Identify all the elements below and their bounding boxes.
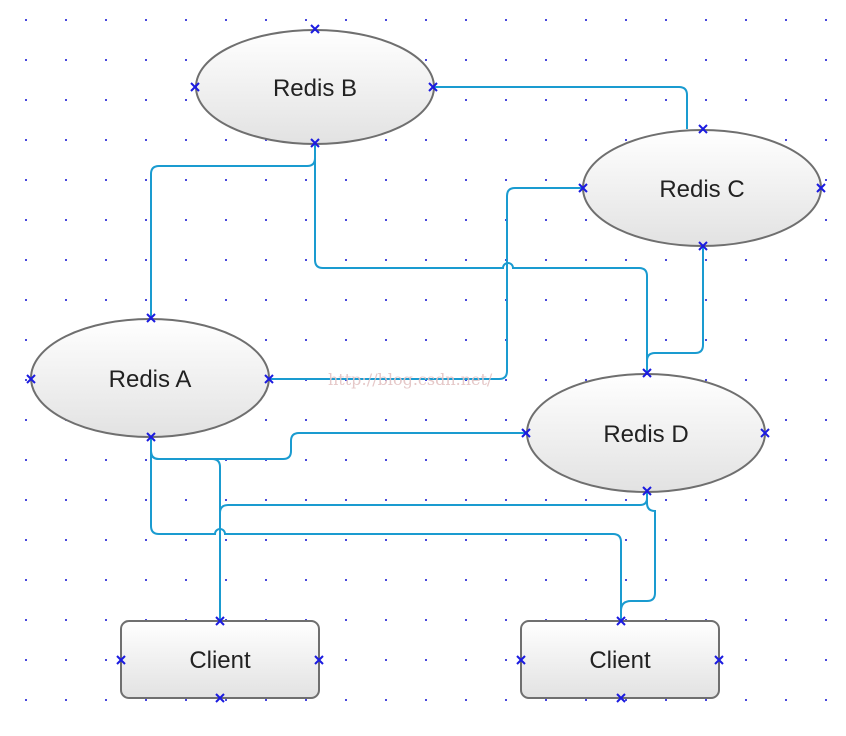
client-left-port-right-icon[interactable]: [314, 655, 324, 665]
client-left-port-bottom-icon[interactable]: [215, 693, 225, 703]
client-left-port-top-icon[interactable]: [215, 616, 225, 626]
redis-c-port-left-icon[interactable]: [578, 183, 588, 193]
port-markers-layer: [26, 24, 826, 703]
watermark-text: http://blog.csdn.net/: [328, 370, 493, 389]
client-left-label: Client: [189, 647, 251, 674]
redis-a-port-top-icon[interactable]: [146, 313, 156, 323]
node-redis-b[interactable]: Redis B: [195, 29, 435, 145]
redis-d-port-left-icon[interactable]: [521, 428, 531, 438]
redis-a-port-bottom-icon[interactable]: [146, 432, 156, 442]
node-redis-d[interactable]: Redis D: [526, 373, 766, 493]
edge-redis-d-to-client-left: [219, 491, 648, 621]
client-right-port-right-icon[interactable]: [714, 655, 724, 665]
node-client-left[interactable]: Client: [120, 620, 320, 699]
edge-redis-a-to-redis-c: [269, 187, 583, 380]
redis-a-port-left-icon[interactable]: [26, 374, 36, 384]
redis-b-port-top-icon[interactable]: [310, 24, 320, 34]
edge-redis-b-to-redis-a: [150, 143, 316, 318]
client-right-port-top-icon[interactable]: [616, 616, 626, 626]
edges-layer: [150, 86, 704, 621]
redis-c-port-bottom-icon[interactable]: [698, 241, 708, 251]
client-left-port-left-icon[interactable]: [116, 655, 126, 665]
redis-b-port-right-icon[interactable]: [428, 82, 438, 92]
edge-redis-c-to-redis-d: [646, 246, 704, 373]
redis-b-label: Redis B: [273, 75, 357, 102]
redis-b-port-bottom-icon[interactable]: [310, 138, 320, 148]
redis-a-port-right-icon[interactable]: [264, 374, 274, 384]
node-redis-c[interactable]: Redis C: [582, 129, 822, 247]
edge-redis-b-to-redis-c: [433, 86, 688, 129]
client-right-port-left-icon[interactable]: [516, 655, 526, 665]
redis-d-port-right-icon[interactable]: [760, 428, 770, 438]
redis-d-port-bottom-icon[interactable]: [642, 486, 652, 496]
edge-redis-a-to-client-left: [150, 437, 221, 621]
node-redis-a[interactable]: Redis A: [30, 318, 270, 438]
redis-d-label: Redis D: [603, 421, 688, 448]
redis-b-port-left-icon[interactable]: [190, 82, 200, 92]
client-right-label: Client: [589, 647, 651, 674]
redis-c-port-right-icon[interactable]: [816, 183, 826, 193]
edge-redis-a-to-redis-d: [150, 432, 526, 460]
redis-c-label: Redis C: [659, 176, 744, 203]
node-client-right[interactable]: Client: [520, 620, 720, 699]
redis-d-port-top-icon[interactable]: [642, 368, 652, 378]
client-right-port-bottom-icon[interactable]: [616, 693, 626, 703]
edge-redis-d-to-client-right: [620, 491, 656, 621]
redis-a-label: Redis A: [109, 366, 192, 393]
redis-c-port-top-icon[interactable]: [698, 124, 708, 134]
